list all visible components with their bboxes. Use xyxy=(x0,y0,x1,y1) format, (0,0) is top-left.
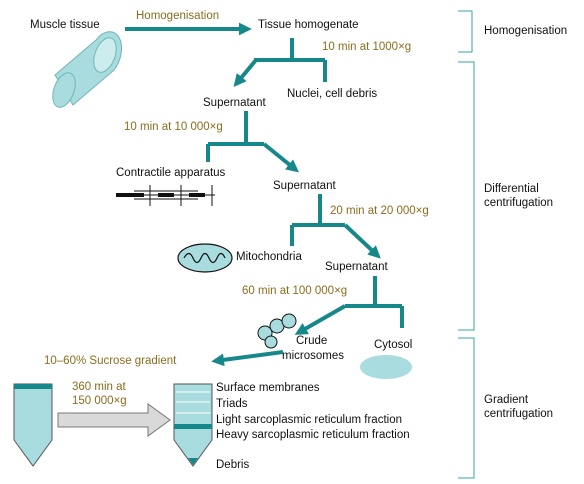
label-supernatant-2: Supernatant xyxy=(273,180,336,192)
fork-1 xyxy=(233,38,327,87)
fork-2 xyxy=(206,111,299,173)
phase-differential-line2: centrifugation xyxy=(484,197,554,209)
label-nuclei-debris: Nuclei, cell debris xyxy=(287,88,378,100)
label-spin-1: 10 min at 1000×g xyxy=(322,41,412,53)
label-cytosol: Cytosol xyxy=(374,339,413,351)
label-fraction-surface-membranes: Surface membranes xyxy=(216,382,320,394)
label-homogenisation-step: Homogenisation xyxy=(136,10,220,22)
label-microsomes: microsomes xyxy=(282,350,344,362)
mitochondria-icon xyxy=(177,243,233,273)
centrifuge-transfer-arrow xyxy=(57,403,171,437)
label-spin-4: 60 min at 100 000×g xyxy=(242,285,348,297)
label-tissue-homogenate: Tissue homogenate xyxy=(258,19,359,31)
phase-brackets xyxy=(458,10,475,479)
gradient-arrow xyxy=(211,350,284,367)
label-mitochondria: Mitochondria xyxy=(236,251,302,263)
label-supernatant-3: Supernatant xyxy=(325,261,388,273)
label-fraction-triads: Triads xyxy=(216,398,248,410)
label-debris: Debris xyxy=(216,459,250,471)
label-fraction-heavy-sr: Heavy sarcoplasmic reticulum fraction xyxy=(216,429,410,441)
label-spin-5-line2: 150 000×g xyxy=(72,395,127,407)
label-fraction-light-sr: Light sarcoplasmic reticulum fraction xyxy=(216,414,402,426)
label-spin-3: 20 min at 20 000×g xyxy=(330,205,429,217)
label-spin-5-line1: 360 min at xyxy=(72,381,126,393)
label-supernatant-1: Supernatant xyxy=(203,97,266,109)
label-spin-2: 10 min at 10 000×g xyxy=(124,121,223,133)
label-sucrose-gradient: 10–60% Sucrose gradient xyxy=(44,355,177,367)
label-muscle-tissue: Muscle tissue xyxy=(30,19,100,31)
phase-differential-line1: Differential xyxy=(484,183,539,195)
microsomes-icon xyxy=(257,313,297,349)
phase-homogenisation: Homogenisation xyxy=(484,25,568,37)
phase-gradient-line2: centrifugation xyxy=(484,408,554,420)
label-contractile-apparatus: Contractile apparatus xyxy=(116,167,226,179)
muscle-tissue-icon xyxy=(52,31,123,108)
gradient-tube-icon xyxy=(173,383,213,467)
fork-3 xyxy=(290,194,381,259)
sucrose-tube-icon xyxy=(13,383,53,467)
contractile-apparatus-icon xyxy=(116,185,215,206)
label-crude: Crude xyxy=(296,335,328,347)
phase-gradient-line1: Gradient xyxy=(484,394,529,406)
cytosol-icon xyxy=(360,355,412,379)
fork-4 xyxy=(294,276,404,335)
